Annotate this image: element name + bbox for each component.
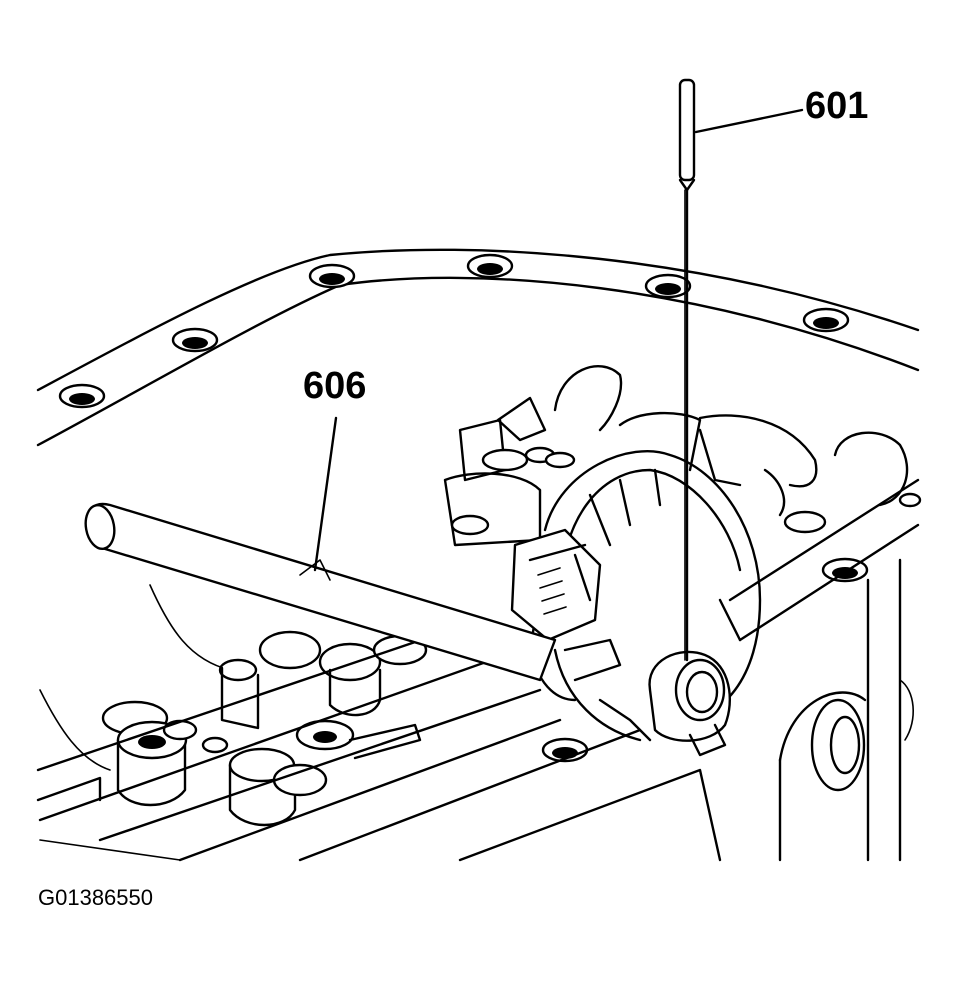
figure-id: G01386550	[38, 885, 153, 910]
flange-bolt-holes	[58, 253, 869, 763]
case-pan-flange	[36, 248, 920, 447]
tool-601-rod	[678, 78, 696, 662]
lower-case-rails	[36, 618, 722, 862]
leader-line-606	[313, 416, 338, 572]
case-internal-castings	[39, 365, 909, 771]
slotted-connector	[510, 528, 602, 642]
callout-label-601: 601	[805, 85, 868, 127]
servo-pin-sleeve	[648, 650, 732, 757]
leader-lines	[313, 108, 804, 572]
valve-body-bosses	[101, 446, 827, 827]
callout-label-606: 606	[303, 365, 366, 407]
tool-606-bar	[84, 502, 557, 682]
right-case-wall	[718, 478, 922, 862]
leader-line-601	[694, 108, 804, 134]
